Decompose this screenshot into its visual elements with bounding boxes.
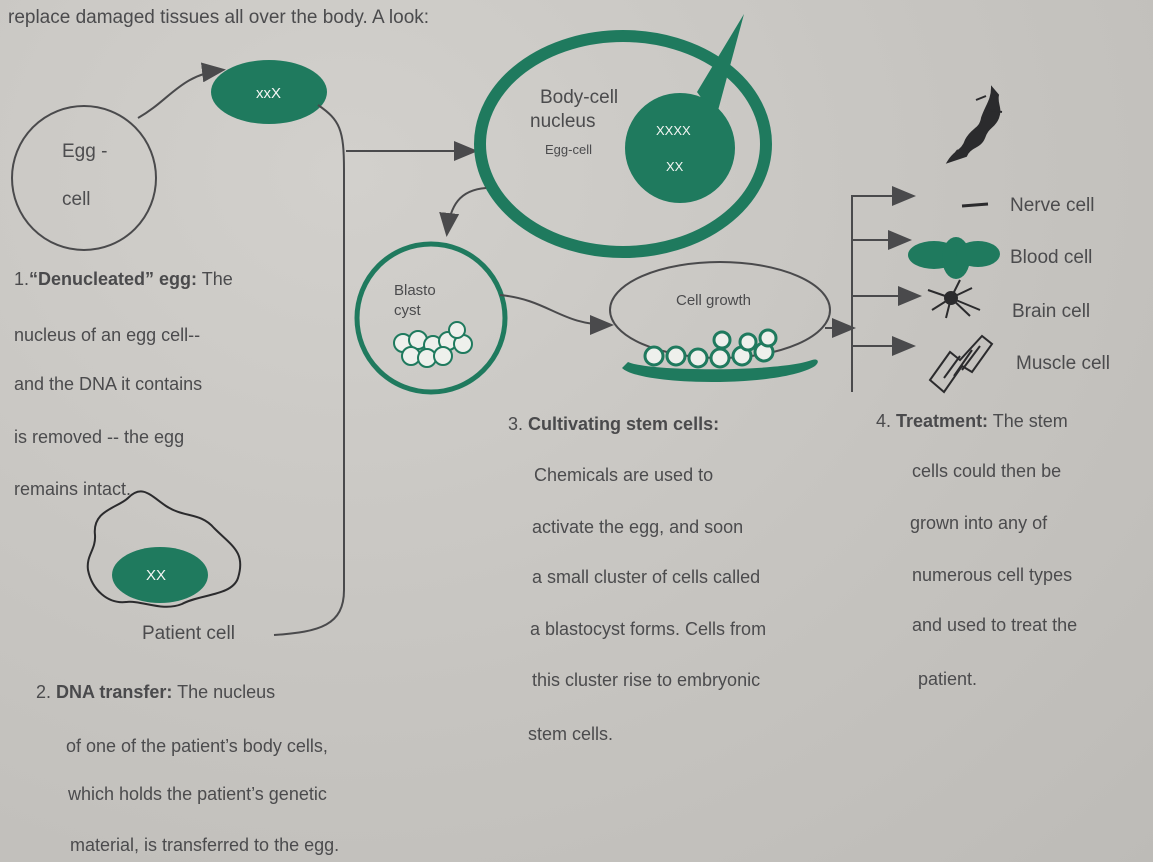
step4-line-0: The stem <box>992 411 1068 431</box>
step3-line-5: stem cells. <box>528 724 614 744</box>
step3-line-4: this cluster rise to embryonic <box>532 670 761 690</box>
step2-heading: 2. DNA transfer: The nucleus <box>36 683 275 701</box>
step4-line-3: numerous cell types <box>912 565 1073 585</box>
step1-line-4: remains intact. <box>14 479 132 499</box>
removed-nucleus <box>211 60 327 124</box>
body-cell-label-2: nucleus <box>530 111 596 132</box>
blastocyst-label-1: Blasto <box>394 282 436 299</box>
blastocyst-label-2: cyst <box>394 302 421 319</box>
intro-text: replace damaged tissues all over the bod… <box>8 7 430 28</box>
nucleus-xx-label: xxX <box>256 85 282 102</box>
cell-type-blood: Blood cell <box>1010 247 1093 268</box>
step4-heading: 4. Treatment: The stem <box>876 412 1068 430</box>
step1-line-2: and the DNA it contains <box>14 374 203 394</box>
fused-egg-cell <box>474 30 772 258</box>
step1-line-1: nucleus of an egg cell-- <box>14 325 201 345</box>
step1-line-0: The <box>201 269 233 289</box>
step3-heading: 3. Cultivating stem cells: <box>508 415 719 433</box>
step2-number: 2. <box>36 682 52 702</box>
pipette <box>697 14 744 118</box>
step2-line-2: which holds the patient’s genetic <box>68 784 327 804</box>
step3-line-0: Chemicals are used to <box>534 465 714 485</box>
step3-title: Cultivating stem cells: <box>528 414 720 434</box>
step2-line-1: of one of the patient’s body cells, <box>66 736 328 756</box>
step3-line-1: activate the egg, and soon <box>532 517 744 537</box>
petri-dish <box>622 359 818 382</box>
step3-line-2: a small cluster of cells called <box>532 567 761 587</box>
step4-line-5: patient. <box>918 669 978 689</box>
cell-type-nerve: Nerve cell <box>1010 195 1095 216</box>
step3-number: 3. <box>508 414 524 434</box>
xx-inner-label: XX <box>666 159 684 174</box>
body-cell-label-1: Body-cell <box>540 87 619 108</box>
step1-line-3: is removed -- the egg <box>14 427 185 447</box>
xxxx-label: XXXX <box>656 123 691 138</box>
egg-cell-label-1: Egg - <box>62 141 108 162</box>
muscle-cell-icon <box>928 334 994 394</box>
egg-cell-label-2: cell <box>62 189 91 210</box>
patient-cell-connector <box>273 104 345 636</box>
step1-title: “Denucleated” egg: <box>29 269 198 289</box>
egg-cell-small-label: Egg-cell <box>545 142 592 157</box>
egg-cell <box>11 105 157 251</box>
cell-growth-label: Cell growth <box>676 292 752 309</box>
step4-line-2: grown into any of <box>910 513 1048 533</box>
step4-line-4: and used to treat the <box>912 615 1078 635</box>
blastocyst-to-dish-arrow <box>499 294 614 335</box>
patient-nucleus-label: XX <box>146 567 167 584</box>
step3-line-3: a blastocyst forms. Cells from <box>530 619 767 639</box>
patient-cell-label: Patient cell <box>142 623 235 644</box>
egg-to-nucleus-arrow <box>137 62 226 119</box>
patient-cell-nucleus <box>112 547 208 603</box>
step4-line-1: cells could then be <box>912 461 1062 481</box>
dish-cells <box>643 328 778 369</box>
blastocyst <box>354 241 508 395</box>
egg-to-blastocyst-arrow <box>439 187 487 237</box>
step4-number: 4. <box>876 411 892 431</box>
body-cell-nucleus <box>625 93 735 203</box>
step1-number: 1. <box>14 269 30 289</box>
patient-cell <box>86 490 242 608</box>
step2-title: DNA transfer: <box>56 682 173 702</box>
blastocyst-cells <box>393 321 473 368</box>
nerve-cell-drawing <box>945 85 1003 164</box>
step4-title: Treatment: <box>896 411 989 431</box>
step2-line-3: material, is transferred to the egg. <box>70 835 340 855</box>
blood-cell-icon <box>908 237 1000 279</box>
cell-type-muscle: Muscle cell <box>1016 353 1110 374</box>
brain-cell-icon <box>927 279 981 319</box>
nerve-cell-icon <box>961 202 989 208</box>
step1-heading: 1.“Denucleated” egg: The <box>14 270 233 288</box>
cell-type-brain: Brain cell <box>1012 301 1091 322</box>
step2-line-0: The nucleus <box>177 682 276 702</box>
